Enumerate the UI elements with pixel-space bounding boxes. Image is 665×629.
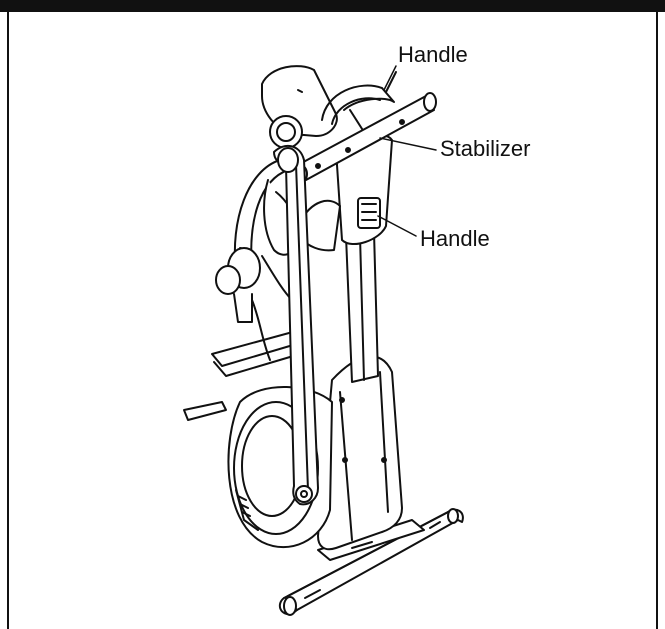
moving-arm-left	[215, 159, 289, 323]
leader-stabilizer	[379, 137, 437, 151]
label-handle-side: Handle	[420, 226, 490, 251]
leader-handle-side	[377, 215, 417, 237]
frame-left-border	[7, 0, 9, 629]
console	[261, 65, 338, 149]
moving-arm-right	[273, 144, 319, 506]
leader-lines	[377, 65, 437, 237]
label-stabilizer: Stabilizer	[440, 136, 531, 161]
rear-base	[278, 508, 464, 616]
frame-right-border	[656, 0, 658, 629]
upright-column	[345, 231, 379, 383]
top-handle	[321, 71, 397, 133]
frame-top-border	[0, 0, 665, 12]
label-handle-top: Handle	[398, 42, 468, 67]
leader-handle-top	[383, 65, 397, 91]
